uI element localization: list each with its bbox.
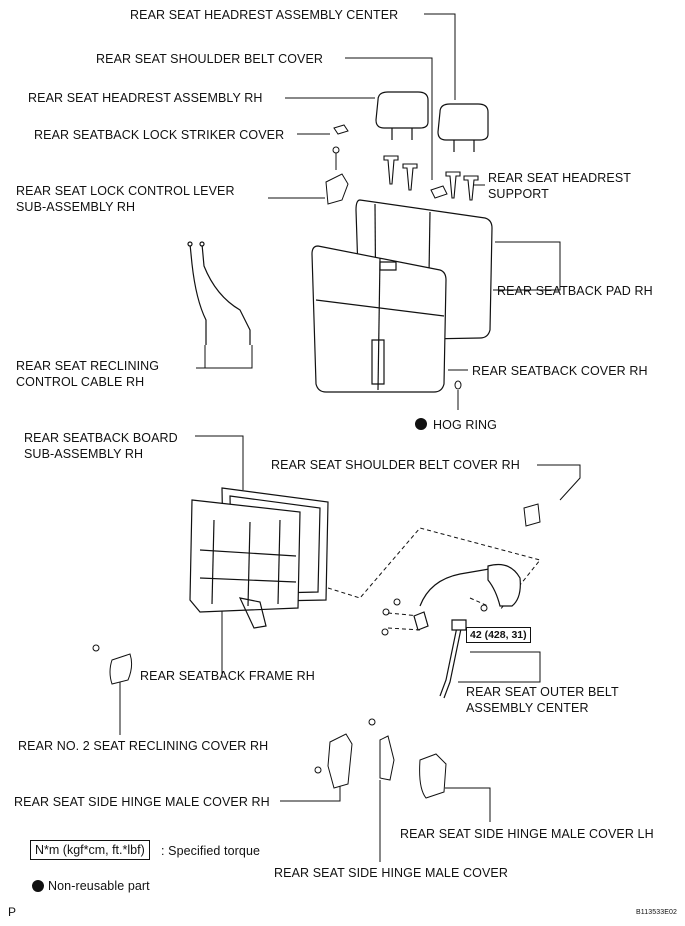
headrest-rh [375, 91, 429, 140]
lock-control-lever [325, 146, 349, 205]
non-reusable-dot-icon [415, 418, 427, 430]
hinge-cover [379, 735, 395, 781]
seatback-cover [311, 245, 447, 393]
label-headrest-rh: REAR SEAT HEADREST ASSEMBLY RH [28, 91, 263, 105]
label-seatback-board-line2: SUB-ASSEMBLY RH [24, 447, 144, 461]
hinge-cover-lh [419, 753, 447, 799]
label-reclining-cable: REAR SEAT RECLINING CONTROL CABLE RH [16, 358, 159, 390]
label-seatback-cover-rh: REAR SEATBACK COVER RH [472, 364, 648, 378]
reclining-cover-rh [109, 653, 133, 685]
label-outer-belt-line2: ASSEMBLY CENTER [466, 701, 589, 715]
label-outer-belt-line1: REAR SEAT OUTER BELT [466, 685, 619, 699]
label-hinge-cover: REAR SEAT SIDE HINGE MALE COVER [274, 866, 508, 880]
label-seatback-frame-rh: REAR SEATBACK FRAME RH [140, 669, 315, 683]
label-hinge-cover-lh: REAR SEAT SIDE HINGE MALE COVER LH [400, 827, 654, 841]
shoulder-belt-cover-small [430, 185, 448, 199]
label-hinge-cover-rh: REAR SEAT SIDE HINGE MALE COVER RH [14, 795, 270, 809]
label-seatback-pad-rh: REAR SEATBACK PAD RH [497, 284, 653, 298]
outer-belt-assembly [413, 563, 521, 699]
label-outer-belt: REAR SEAT OUTER BELT ASSEMBLY CENTER [466, 684, 619, 716]
legend-torque-box: N*m (kgf*cm, ft.*lbf) [30, 840, 150, 860]
shoulder-belt-cover-rh [523, 503, 541, 527]
label-lock-control-lever: REAR SEAT LOCK CONTROL LEVER SUB-ASSEMBL… [16, 183, 235, 215]
label-seatback-board: REAR SEATBACK BOARD SUB-ASSEMBLY RH [24, 430, 178, 462]
bolts [92, 598, 488, 774]
label-lock-striker-cover: REAR SEATBACK LOCK STRIKER COVER [34, 128, 285, 142]
legend-non-reusable: Non-reusable part [48, 879, 150, 893]
label-lock-control-lever-line1: REAR SEAT LOCK CONTROL LEVER [16, 184, 235, 198]
figure-id: B113533E02 [636, 909, 677, 916]
label-reclining-cable-line1: REAR SEAT RECLINING [16, 359, 160, 373]
lock-striker-cover [333, 124, 349, 135]
reclining-cable [187, 241, 251, 345]
label-lock-control-lever-line2: SUB-ASSEMBLY RH [16, 200, 136, 214]
label-headrest-center: REAR SEAT HEADREST ASSEMBLY CENTER [130, 8, 399, 22]
leader-lines [119, 13, 581, 862]
label-reclining-cable-line2: CONTROL CABLE RH [16, 375, 145, 389]
label-shoulder-belt-cover-rh: REAR SEAT SHOULDER BELT COVER RH [271, 458, 520, 472]
hinge-cover-rh [327, 733, 353, 789]
legend-torque-desc: : Specified torque [161, 844, 261, 858]
label-reclining-cover-rh: REAR NO. 2 SEAT RECLINING COVER RH [18, 739, 269, 753]
label-seatback-board-line1: REAR SEATBACK BOARD [24, 431, 178, 445]
torque-spec: 42 (428, 31) [466, 627, 531, 643]
page-letter: P [8, 905, 17, 919]
hog-ring-shape [454, 380, 462, 390]
label-shoulder-belt-cover: REAR SEAT SHOULDER BELT COVER [96, 52, 324, 66]
legend-dot-icon [32, 880, 44, 892]
headrest-supports [383, 155, 479, 201]
label-headrest-support-line2: SUPPORT [488, 187, 549, 201]
seatback-frame [189, 499, 301, 629]
label-headrest-support: REAR SEAT HEADREST SUPPORT [488, 170, 631, 202]
headrest-center [437, 103, 489, 152]
label-headrest-support-line1: REAR SEAT HEADREST [488, 171, 632, 185]
label-hog-ring: HOG RING [433, 418, 497, 432]
